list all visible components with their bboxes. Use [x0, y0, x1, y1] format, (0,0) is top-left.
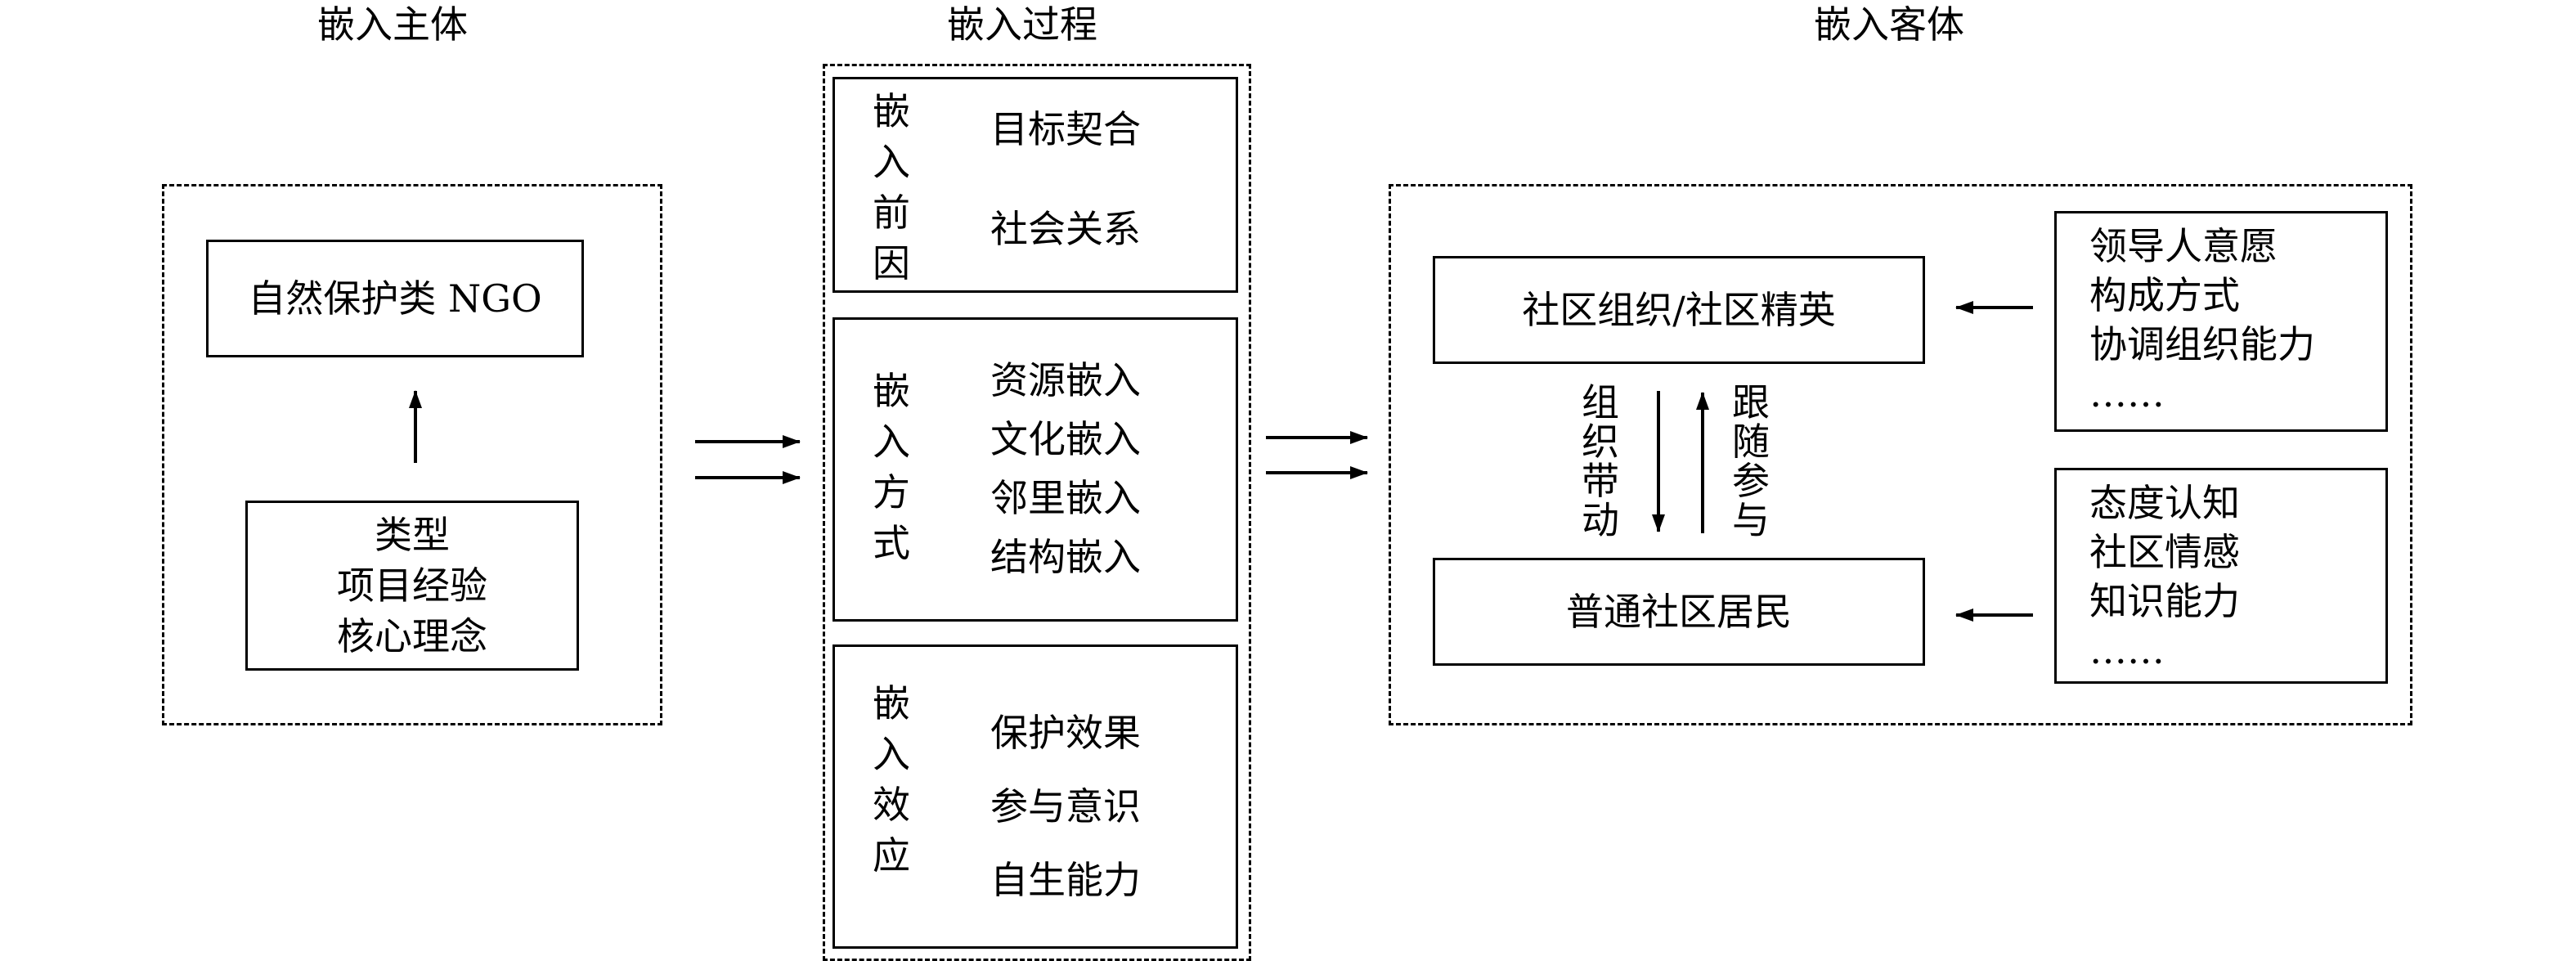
resident-factor: ……: [2089, 628, 2165, 672]
elite-factor: 领导人意愿: [2089, 224, 2278, 268]
ngo-box: 自然保护类 NGO: [206, 240, 584, 357]
effects-title-char: 嵌: [873, 681, 910, 725]
subject-heading: 嵌入主体: [317, 2, 468, 47]
resident-factor: 社区情感: [2089, 530, 2240, 574]
effects-title-char: 入: [873, 732, 910, 776]
antecedents-title-char: 入: [873, 140, 910, 184]
elite-factor: ……: [2089, 371, 2165, 415]
effect-item: 自生能力: [990, 858, 1141, 902]
antecedents-title-char: 前: [873, 191, 910, 235]
resident-factors-box: 态度认知 社区情感 知识能力 ……: [2054, 468, 2388, 684]
antecedents-title-char: 因: [873, 241, 910, 285]
modes-title: 嵌 入 方 式: [873, 366, 910, 568]
residents-box: 普通社区居民: [1433, 558, 1925, 666]
modes-title-char: 方: [873, 470, 910, 514]
antecedents-title-char: 嵌: [873, 89, 910, 133]
subject-attributes-list: 类型 项目经验 核心理念: [248, 510, 577, 662]
effect-item: 参与意识: [990, 784, 1141, 829]
modes-items: 资源嵌入 文化嵌入 邻里嵌入 结构嵌入: [990, 351, 1141, 586]
effects-title: 嵌 入 效 应: [873, 678, 910, 881]
modes-title-char: 嵌: [873, 369, 910, 413]
elite-factors-box: 领导人意愿 构成方式 协调组织能力 ……: [2054, 211, 2388, 432]
mode-item: 结构嵌入: [990, 535, 1141, 579]
antecedents-title: 嵌 入 前 因: [873, 86, 910, 289]
elite-factor: 协调组织能力: [2089, 322, 2315, 366]
resident-factor: 知识能力: [2089, 579, 2240, 623]
antecedent-item: 目标契合: [990, 107, 1141, 151]
lead-label-char: 带: [1582, 459, 1619, 503]
process-heading: 嵌入过程: [947, 2, 1097, 47]
elite-box: 社区组织/社区精英: [1433, 256, 1925, 364]
mode-item: 文化嵌入: [990, 417, 1141, 461]
mode-item: 资源嵌入: [990, 358, 1141, 402]
subject-attribute: 核心理念: [337, 614, 487, 658]
antecedents-box: 嵌 入 前 因 目标契合 社会关系: [832, 77, 1238, 293]
ngo-label: 自然保护类 NGO: [248, 276, 542, 321]
object-heading: 嵌入客体: [1814, 2, 1964, 47]
lead-label-char: 组: [1582, 380, 1619, 424]
effects-title-char: 效: [873, 783, 910, 827]
modes-title-char: 入: [873, 420, 910, 464]
modes-title-char: 式: [873, 521, 910, 565]
effects-box: 嵌 入 效 应 保护效果 参与意识 自生能力: [832, 644, 1238, 949]
subject-attribute: 类型: [375, 513, 450, 557]
effects-title-char: 应: [873, 833, 910, 878]
antecedent-item: 社会关系: [990, 207, 1141, 251]
follow-label: 跟 随 参 与: [1732, 383, 1770, 540]
effects-items: 保护效果 参与意识 自生能力: [990, 696, 1141, 917]
process-panel: [823, 64, 1251, 961]
elite-factors-list: 领导人意愿 构成方式 协调组织能力 ……: [2089, 222, 2315, 418]
follow-label-char: 跟: [1732, 380, 1770, 424]
resident-factors-list: 态度认知 社区情感 知识能力 ……: [2089, 478, 2240, 675]
mode-item: 邻里嵌入: [990, 476, 1141, 520]
lead-label-char: 动: [1582, 498, 1619, 542]
residents-label: 普通社区居民: [1566, 590, 1792, 634]
subject-attribute: 项目经验: [337, 564, 487, 608]
lead-label: 组 织 带 动: [1582, 383, 1619, 540]
resident-factor: 态度认知: [2089, 481, 2240, 525]
elite-factor: 构成方式: [2089, 273, 2240, 317]
follow-label-char: 参: [1732, 459, 1770, 503]
follow-label-char: 与: [1732, 498, 1770, 542]
follow-label-char: 随: [1732, 420, 1770, 464]
subject-attributes-box: 类型 项目经验 核心理念: [245, 501, 579, 671]
object-panel: [1389, 184, 2412, 725]
lead-label-char: 织: [1582, 420, 1619, 464]
subject-panel: [162, 184, 662, 725]
antecedents-items: 目标契合 社会关系: [990, 105, 1141, 254]
effect-item: 保护效果: [990, 711, 1141, 755]
elite-label: 社区组织/社区精英: [1522, 288, 1836, 332]
modes-box: 嵌 入 方 式 资源嵌入 文化嵌入 邻里嵌入 结构嵌入: [832, 317, 1238, 622]
